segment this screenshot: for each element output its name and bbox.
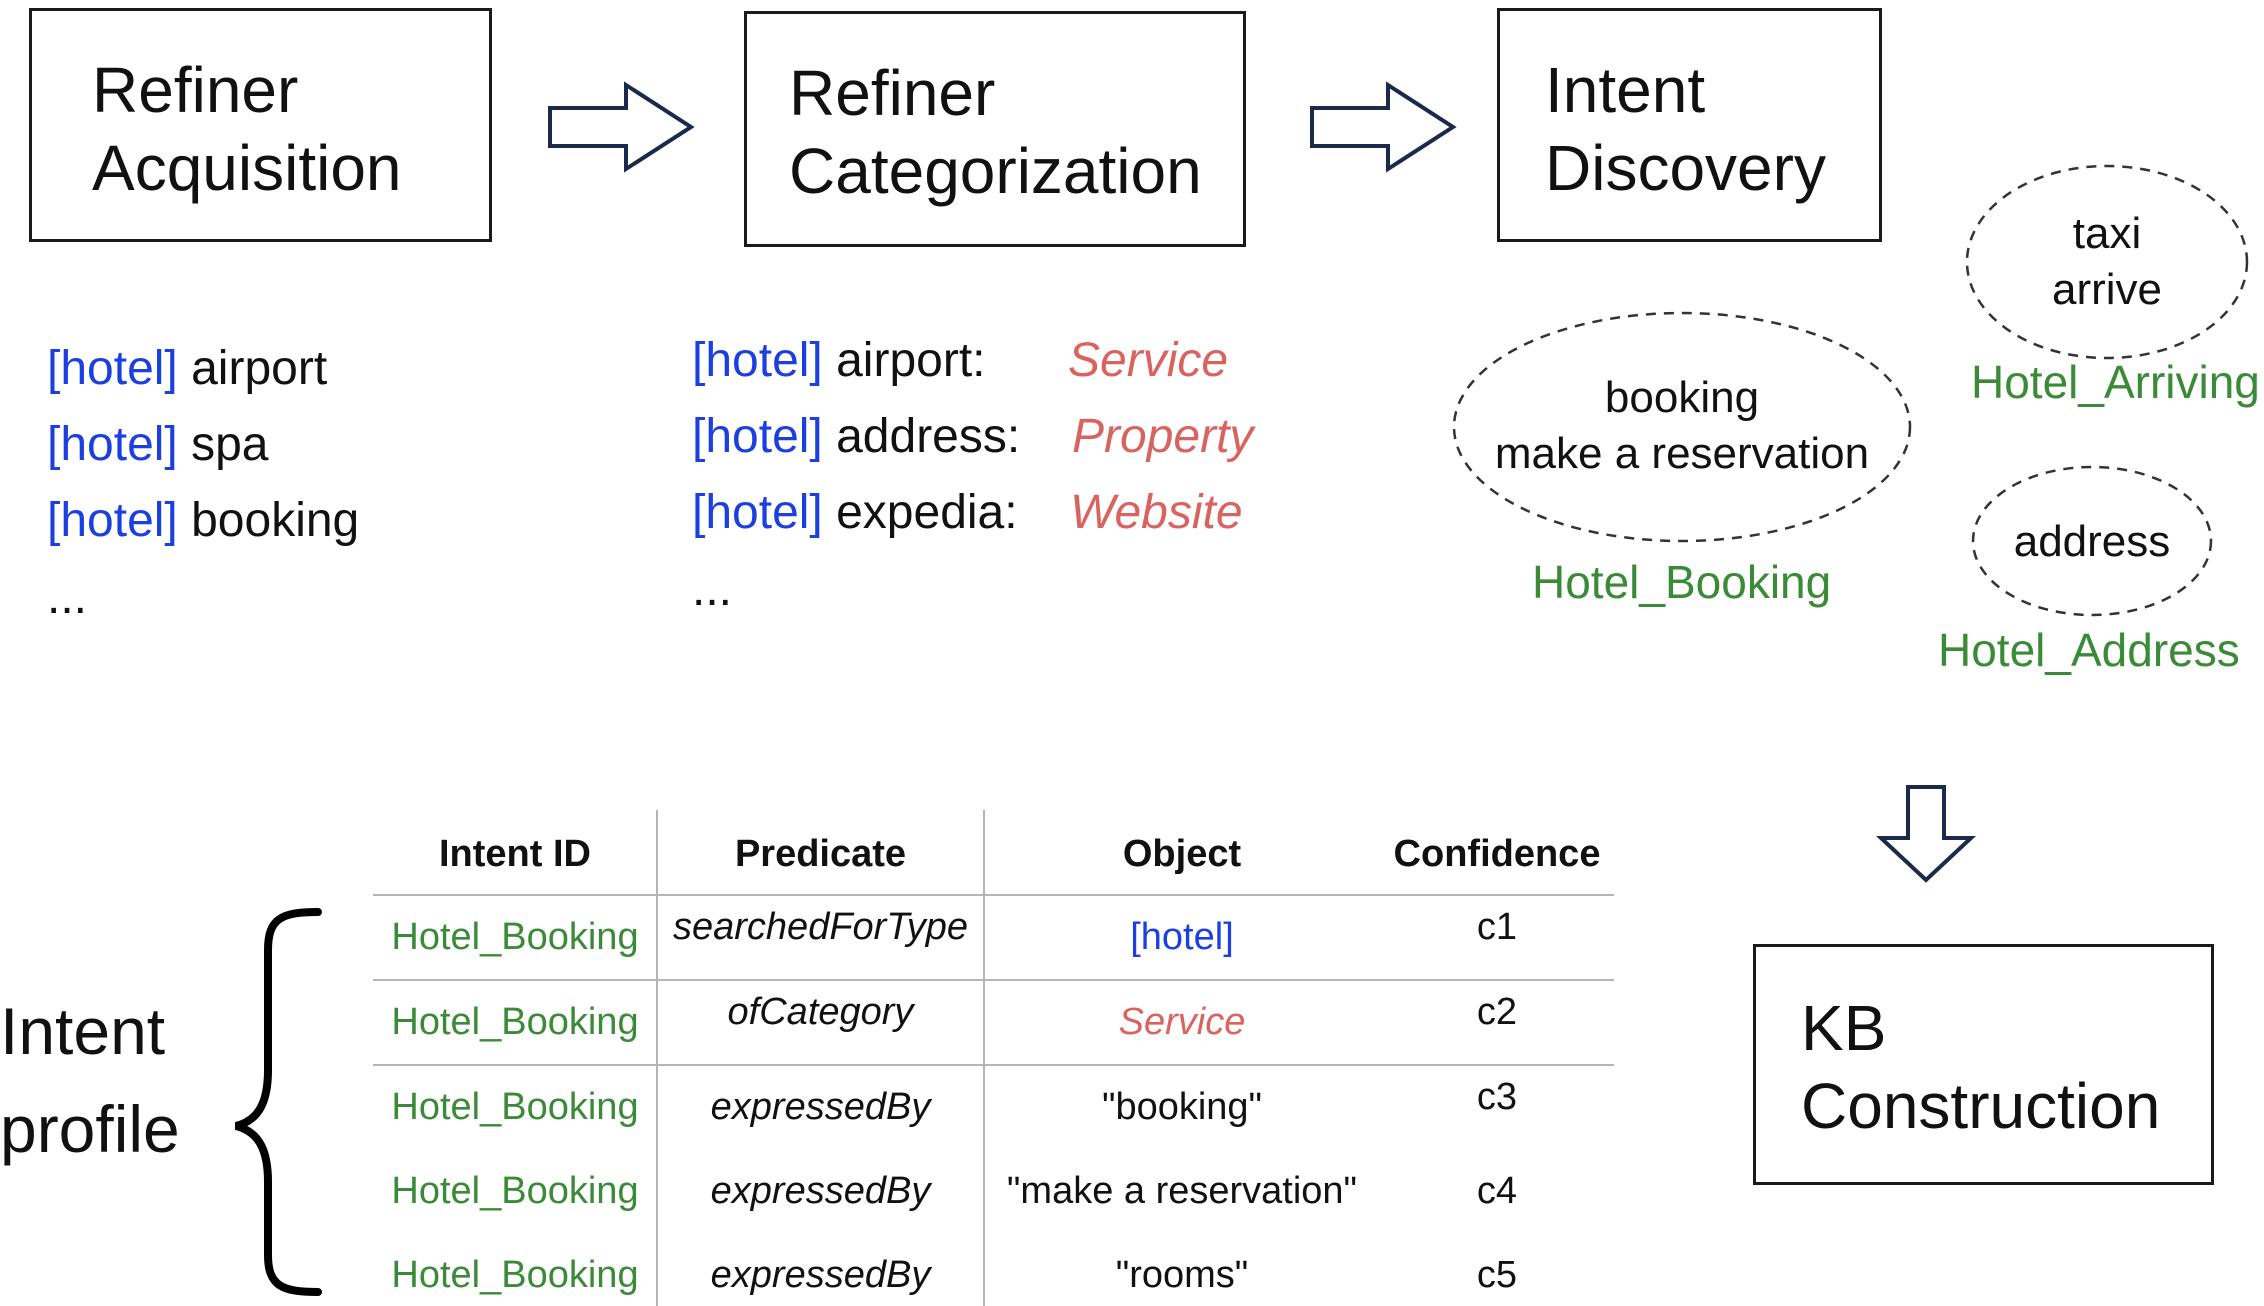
table-cell-confidence: c1 xyxy=(1476,906,1518,948)
arrow-categorization-to-discovery xyxy=(1310,81,1457,173)
table-cell-intent-id: Hotel_Booking xyxy=(391,1170,639,1212)
table-cell-object: [hotel] xyxy=(1130,916,1234,958)
categorization-item: [hotel] address: xyxy=(692,409,1020,464)
refiner-term: address: xyxy=(822,410,1021,463)
acquisition-item: [hotel] booking xyxy=(47,493,359,548)
cluster-arriving-ellipse xyxy=(1965,164,2249,360)
category-label: Website xyxy=(1070,486,1243,539)
table-cell-predicate: expressedBy xyxy=(710,1086,931,1128)
refiner-term: expedia: xyxy=(822,486,1018,539)
cluster-phrase: arrive xyxy=(2051,265,2163,314)
table-cell-object: "rooms" xyxy=(1115,1254,1249,1296)
arrow-acquisition-to-categorization xyxy=(548,81,695,173)
acquisition-ellipsis: ... xyxy=(47,571,88,624)
categorization-item: [hotel] expedia: xyxy=(692,485,1018,540)
category-label: Service xyxy=(1068,334,1229,387)
intent-label-address: Hotel_Address xyxy=(1938,624,2240,676)
table-cell-predicate: searchedForType xyxy=(673,906,968,948)
refiner-term: airport xyxy=(177,342,328,395)
hotel-tag: [hotel] xyxy=(692,486,823,539)
profile-line: Intent xyxy=(0,994,166,1068)
cluster-booking-text: booking make a reservation xyxy=(1482,370,1882,482)
table-cell-intent-id: Hotel_Booking xyxy=(391,1001,639,1043)
box-title-line: Refiner xyxy=(789,57,996,129)
kb-construction-title: KB Construction xyxy=(1801,989,2160,1145)
cluster-phrase: booking xyxy=(1604,373,1760,422)
box-title-line: KB xyxy=(1801,992,1887,1064)
table-cell-predicate: expressedBy xyxy=(710,1254,931,1296)
categorization-ellipsis: ... xyxy=(692,563,733,616)
column-header-predicate: Predicate xyxy=(734,833,907,875)
profile-line: profile xyxy=(0,1092,180,1166)
hotel-tag: [hotel] xyxy=(47,342,178,395)
table-cell-intent-id: Hotel_Booking xyxy=(391,916,639,958)
box-title-line: Categorization xyxy=(789,135,1202,207)
refiner-categorization-title: Refiner Categorization xyxy=(789,54,1202,210)
curly-brace xyxy=(234,908,322,1296)
acquisition-item: [hotel] airport xyxy=(47,341,327,396)
table-cell-confidence: c4 xyxy=(1476,1170,1518,1212)
table-cell-object: "make a reservation" xyxy=(1006,1170,1358,1212)
hotel-tag: [hotel] xyxy=(47,418,178,471)
box-title-line: Acquisition xyxy=(92,132,402,204)
hotel-tag: [hotel] xyxy=(692,334,823,387)
table-cell-confidence: c5 xyxy=(1476,1254,1518,1296)
column-header-confidence: Confidence xyxy=(1393,833,1601,875)
refiner-term: booking xyxy=(177,494,360,547)
cluster-phrase: make a reservation xyxy=(1494,429,1870,478)
kb-construction-box: KB Construction xyxy=(1753,944,2214,1185)
cluster-phrase: taxi xyxy=(2072,209,2142,258)
refiner-acquisition-title: Refiner Acquisition xyxy=(92,51,402,207)
table-cell-intent-id: Hotel_Booking xyxy=(391,1086,639,1128)
column-header-intent-id: Intent ID xyxy=(439,833,591,875)
category-label: Property xyxy=(1072,410,1254,463)
cluster-arriving-text: taxi arrive xyxy=(2007,206,2207,318)
table-cell-confidence: c2 xyxy=(1476,991,1518,1033)
table-grid xyxy=(373,810,1614,1306)
hotel-tag: [hotel] xyxy=(692,410,823,463)
cluster-booking-ellipse xyxy=(1452,311,1912,543)
refiner-acquisition-box: Refiner Acquisition xyxy=(29,8,492,242)
box-title-line: Intent xyxy=(1545,54,1706,126)
cluster-phrase: address xyxy=(2013,517,2171,566)
intent-label-booking: Hotel_Booking xyxy=(1532,556,1832,608)
intent-label-arriving: Hotel_Arriving xyxy=(1971,356,2260,408)
refiner-categorization-box: Refiner Categorization xyxy=(744,11,1246,247)
box-title-line: Discovery xyxy=(1545,132,1826,204)
cluster-address-text: address xyxy=(1992,514,2192,570)
box-title-line: Refiner xyxy=(92,54,299,126)
box-title-line: Construction xyxy=(1801,1070,2161,1142)
intent-discovery-title: Intent Discovery xyxy=(1545,51,1826,207)
table-cell-predicate: ofCategory xyxy=(727,991,914,1033)
table-cell-object: "booking" xyxy=(1101,1086,1263,1128)
column-header-object: Object xyxy=(1122,833,1242,875)
intent-profile-label: Intent profile xyxy=(0,982,180,1178)
cluster-address-ellipse xyxy=(1971,465,2213,617)
table-cell-predicate: expressedBy xyxy=(710,1170,931,1212)
refiner-term: airport: xyxy=(822,334,986,387)
hotel-tag: [hotel] xyxy=(47,494,178,547)
table-cell-intent-id: Hotel_Booking xyxy=(391,1254,639,1296)
table-cell-object: Service xyxy=(1118,1001,1246,1043)
refiner-term: spa xyxy=(177,418,269,471)
intent-discovery-box: Intent Discovery xyxy=(1497,8,1882,242)
table-cell-confidence: c3 xyxy=(1476,1076,1518,1118)
categorization-item: [hotel] airport: xyxy=(692,333,986,388)
arrow-discovery-to-kb xyxy=(1875,785,1977,883)
acquisition-item: [hotel] spa xyxy=(47,417,269,472)
